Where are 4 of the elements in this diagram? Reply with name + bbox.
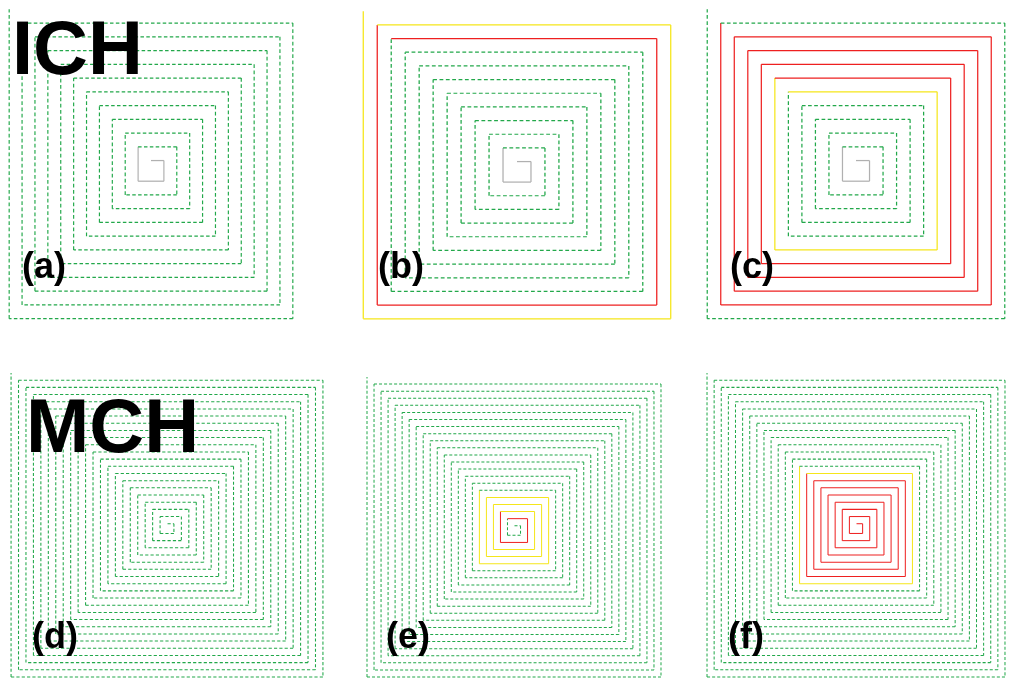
panel-letter: (f) bbox=[728, 618, 764, 654]
panel-letter: (a) bbox=[22, 248, 66, 284]
panel-letter: (b) bbox=[378, 248, 424, 284]
panel-letter: (e) bbox=[386, 618, 430, 654]
